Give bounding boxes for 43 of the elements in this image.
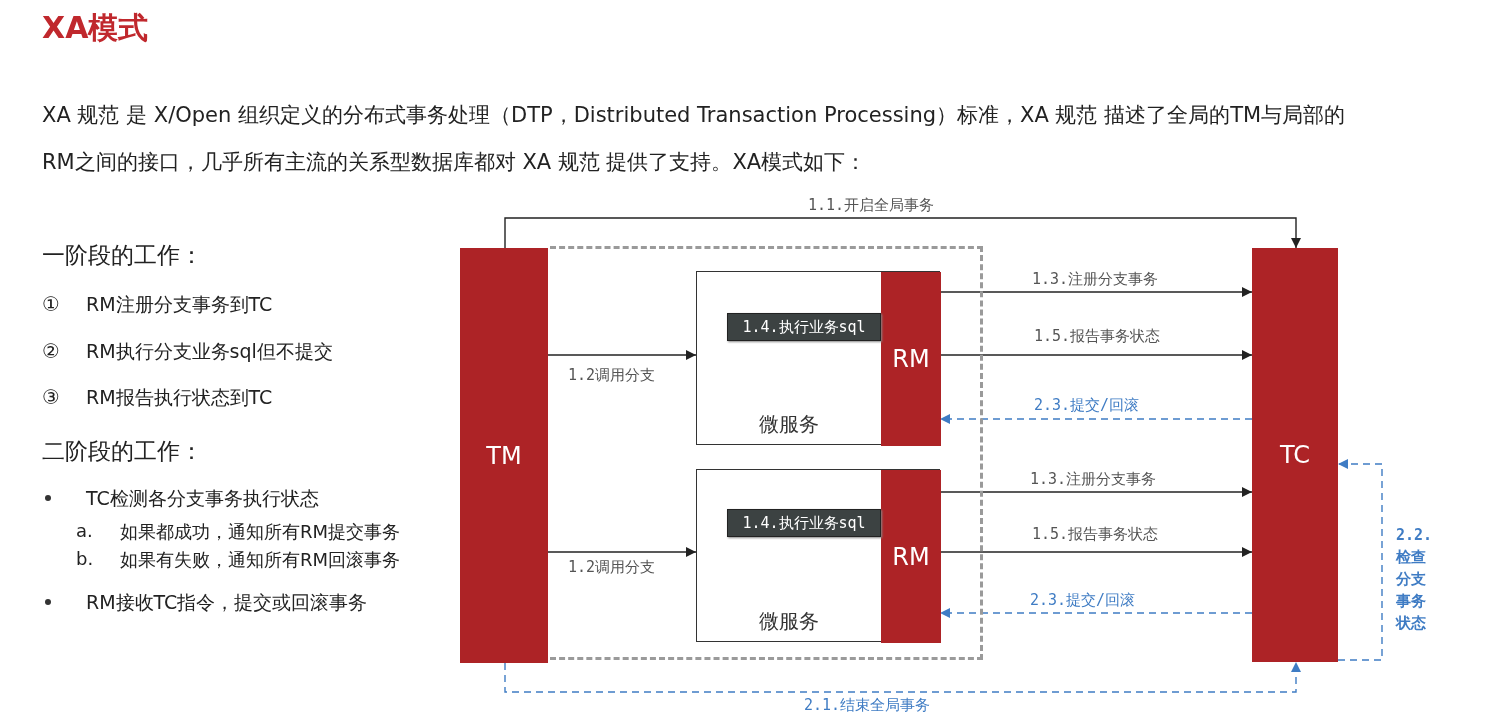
code-label: 1.4.执行业务sql bbox=[727, 509, 881, 537]
arrow bbox=[1337, 459, 1383, 661]
arrow bbox=[504, 217, 1301, 249]
service-name: 微服务 bbox=[758, 608, 820, 635]
component-bar: RM bbox=[881, 272, 941, 446]
edge-label: 1.5.报告事务状态 bbox=[1034, 327, 1161, 346]
section-heading: 二阶段的工作： bbox=[42, 437, 203, 466]
service-box bbox=[696, 469, 940, 642]
arrow bbox=[547, 547, 697, 557]
edge-label: 1.3.注册分支事务 bbox=[1030, 470, 1157, 489]
section-heading: 一阶段的工作： bbox=[42, 241, 203, 270]
edge-label: 1.5.报告事务状态 bbox=[1032, 525, 1159, 544]
paragraph: XA 规范 是 X/Open 组织定义的分布式事务处理（DTP，Distributed Transaction Processing）标准，XA 规范 描述了全局的TM与局部的RM之间的接口，几乎所有主流的关系型数据库都对 XA 规范 提供了支持。XA模式如下： bbox=[42, 102, 1347, 176]
edge-label: 1.2调用分支 bbox=[568, 558, 656, 577]
list-number: ③ bbox=[42, 385, 60, 409]
code-label: 1.4.执行业务sql bbox=[727, 313, 881, 341]
list-item: 如果有失败，通知所有RM回滚事务 bbox=[120, 548, 401, 572]
list-number: ① bbox=[42, 292, 60, 316]
arrow bbox=[504, 661, 1301, 693]
list-item: RM执行分支业务sql但不提交 bbox=[86, 339, 333, 364]
component-bar: TC bbox=[1252, 248, 1338, 662]
service-name: 微服务 bbox=[758, 411, 820, 438]
list-item: RM接收TC指令，提交或回滚事务 bbox=[86, 590, 368, 615]
component-bar: RM bbox=[881, 470, 941, 643]
edge-label: 1.3.注册分支事务 bbox=[1032, 270, 1159, 289]
component-bar: TM bbox=[460, 248, 548, 663]
edge-label: 1.1.开启全局事务 bbox=[808, 196, 935, 215]
page-title: XA模式 bbox=[42, 9, 149, 47]
list-letter: a. bbox=[76, 520, 93, 541]
list-item: 如果都成功，通知所有RM提交事务 bbox=[120, 520, 401, 544]
edge-label: 2.2.检查分支事务状态 bbox=[1396, 525, 1434, 634]
list-number: ② bbox=[42, 339, 60, 363]
list-item: RM注册分支事务到TC bbox=[86, 292, 273, 317]
edge-label: 2.3.提交/回滚 bbox=[1030, 591, 1136, 610]
list-letter: b. bbox=[76, 548, 94, 569]
edge-label: 2.3.提交/回滚 bbox=[1034, 396, 1140, 415]
list-item: TC检测各分支事务执行状态 bbox=[86, 486, 319, 511]
edge-label: 2.1.结束全局事务 bbox=[804, 696, 931, 715]
edge-label: 1.2调用分支 bbox=[568, 366, 656, 385]
dashed-boundary bbox=[550, 246, 983, 660]
list-item: RM报告执行状态到TC bbox=[86, 385, 273, 410]
service-box bbox=[696, 271, 940, 445]
arrow bbox=[547, 350, 697, 360]
